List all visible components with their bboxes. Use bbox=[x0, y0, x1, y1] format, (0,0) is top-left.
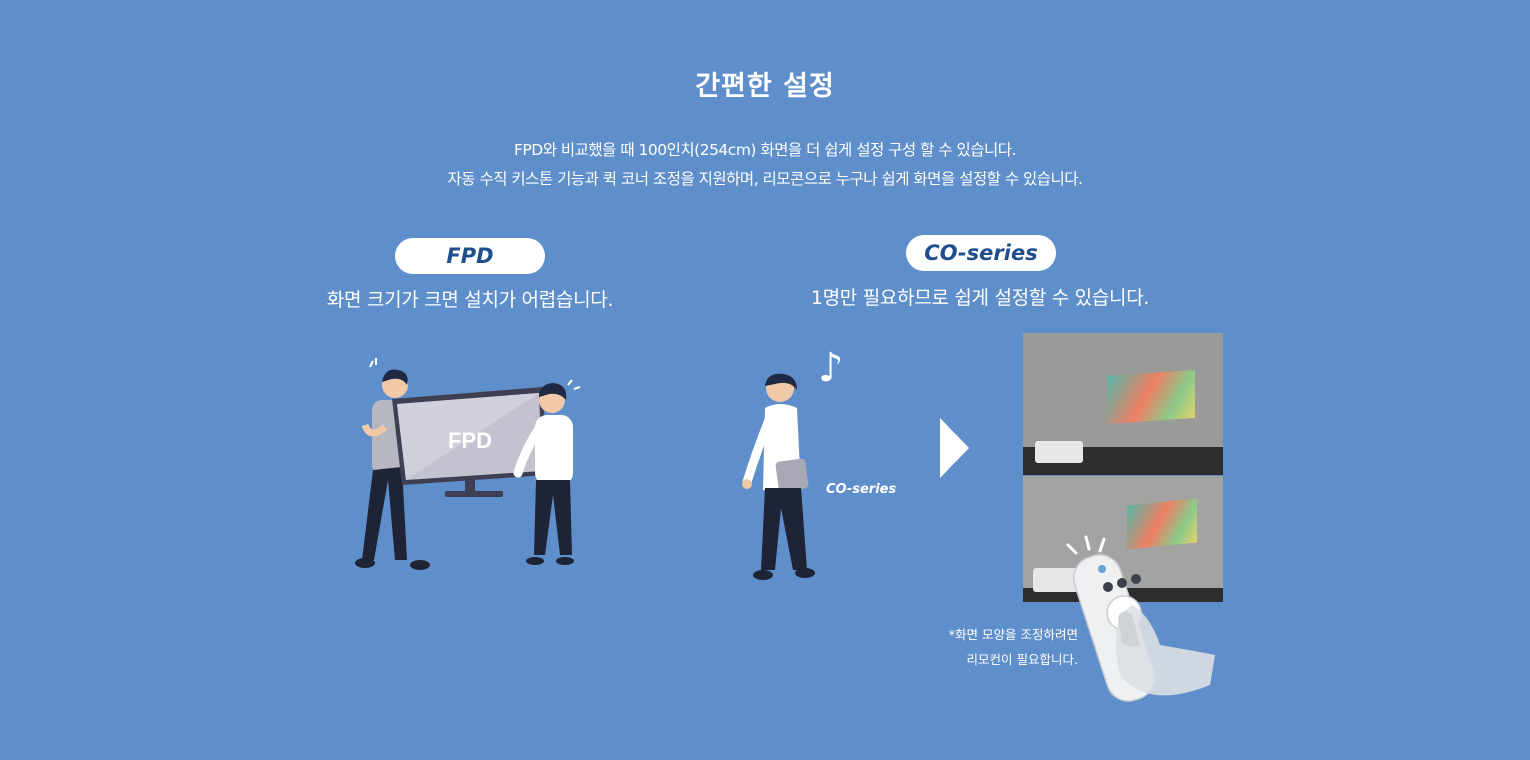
description-line-2: 자동 수직 키스톤 기능과 퀵 코너 조정을 지원하며, 리모콘으로 누구나 쉽… bbox=[447, 170, 1084, 188]
tv-label: FPD bbox=[448, 428, 492, 453]
fpd-badge: FPD bbox=[395, 238, 545, 274]
coseries-note: *화면 모양을 조정하려면 리모컨이 필요합니다. bbox=[870, 622, 1078, 672]
coseries-device-label: CO-series bbox=[826, 482, 897, 497]
person-with-projector bbox=[742, 373, 815, 580]
description-line-1: FPD와 비교했을 때 100인치(254cm) 화면을 더 쉽게 설정 구성 … bbox=[514, 141, 1016, 159]
tv-panel: FPD bbox=[392, 387, 547, 497]
coseries-badge: CO-series bbox=[906, 235, 1056, 271]
note-line-2: 리모컨이 필요합니다. bbox=[966, 652, 1078, 667]
person-right bbox=[513, 379, 581, 565]
section-description: FPD와 비교했을 때 100인치(254cm) 화면을 더 쉽게 설정 구성 … bbox=[0, 136, 1530, 194]
section-title: 간편한 설정 bbox=[695, 71, 835, 102]
projector-device bbox=[1035, 441, 1083, 463]
remote-control-icon bbox=[1066, 535, 1215, 702]
coseries-caption: 1명만 필요하므로 쉽게 설정할 수 있습니다. bbox=[810, 287, 1150, 309]
play-arrow-icon bbox=[940, 418, 969, 478]
note-line-1: *화면 모양을 조정하려면 bbox=[948, 627, 1078, 642]
music-note-icon: ♪ bbox=[818, 345, 844, 391]
projection-photo-top bbox=[1023, 333, 1223, 475]
projected-image bbox=[1107, 369, 1195, 425]
fpd-illustration: FPD bbox=[355, 358, 581, 570]
fpd-caption: 화면 크기가 크면 설치가 어렵습니다. bbox=[326, 289, 614, 311]
